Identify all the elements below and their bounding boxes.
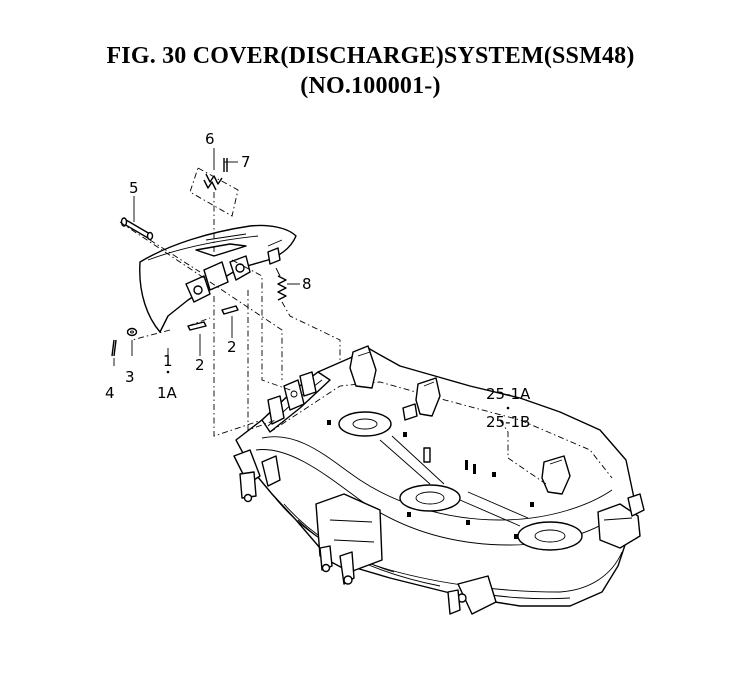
callout-2-left: 2	[195, 356, 205, 374]
cotter-pin-4	[111, 339, 117, 357]
callout-6: 6	[205, 130, 215, 148]
figure-title: FIG. 30 COVER(DISCHARGE)SYSTEM(SSM48)	[106, 43, 635, 69]
spring	[275, 267, 287, 301]
pin-7	[223, 158, 228, 172]
callout-4: 4	[105, 384, 115, 402]
figure-subtitle: (NO.100001-)	[300, 73, 441, 99]
pin-2-right	[221, 305, 239, 315]
callout-3: 3	[125, 368, 135, 386]
pin-2-left	[187, 321, 207, 331]
mower-deck	[233, 345, 645, 615]
callout-25-1a: 25-1A	[486, 385, 531, 403]
callout-25-1b: 25-1B	[486, 413, 530, 431]
spring-6	[189, 167, 239, 217]
discharge-cover-assembly	[139, 224, 297, 333]
leader-lines	[113, 148, 547, 485]
callout-7: 7	[241, 153, 251, 171]
washer-3	[126, 327, 138, 337]
pin-5	[120, 217, 154, 241]
callout-1: 1	[163, 352, 173, 370]
callout-8: 8	[302, 275, 312, 293]
callout-5: 5	[129, 179, 139, 197]
callout-2-right: 2	[227, 338, 237, 356]
callout-1a: 1A	[157, 384, 178, 402]
